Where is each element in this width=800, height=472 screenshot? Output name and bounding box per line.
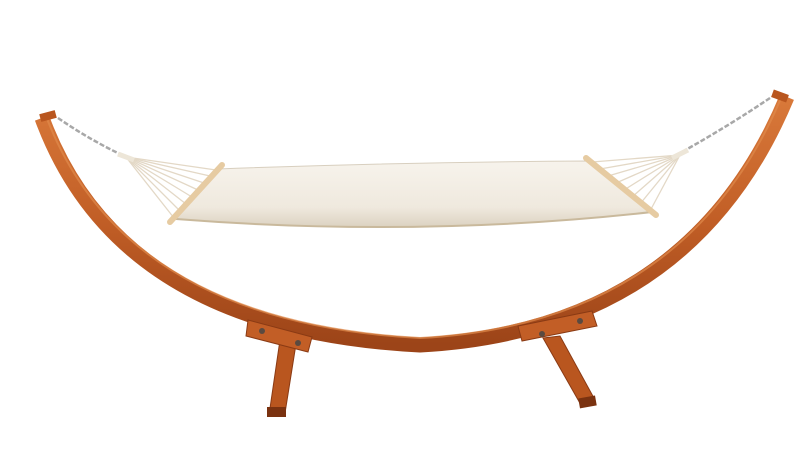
crossbars	[245, 310, 598, 353]
bolt-icon	[259, 328, 265, 334]
chains	[57, 96, 771, 158]
right-leg	[542, 335, 596, 406]
left-spreader-bar	[167, 162, 225, 225]
right-crossbar	[517, 310, 598, 342]
arc-left-end	[39, 110, 57, 122]
left-chain	[57, 116, 125, 158]
right-spreader-bar	[583, 155, 659, 218]
ropes	[117, 147, 690, 219]
bolt-icon	[539, 331, 545, 337]
bolt-icon	[295, 340, 301, 346]
stand-legs	[267, 335, 597, 417]
hammock-fabric	[174, 160, 654, 228]
arc-right-end	[771, 89, 789, 103]
left-foot	[267, 407, 286, 417]
arc-frame-highlight	[45, 95, 783, 340]
fabric-bottom-edge	[175, 211, 653, 229]
arc-frame	[34, 94, 794, 353]
left-leg	[268, 339, 297, 416]
right-chain	[681, 96, 771, 154]
right-foot	[578, 395, 597, 409]
bolt-icon	[577, 318, 583, 324]
